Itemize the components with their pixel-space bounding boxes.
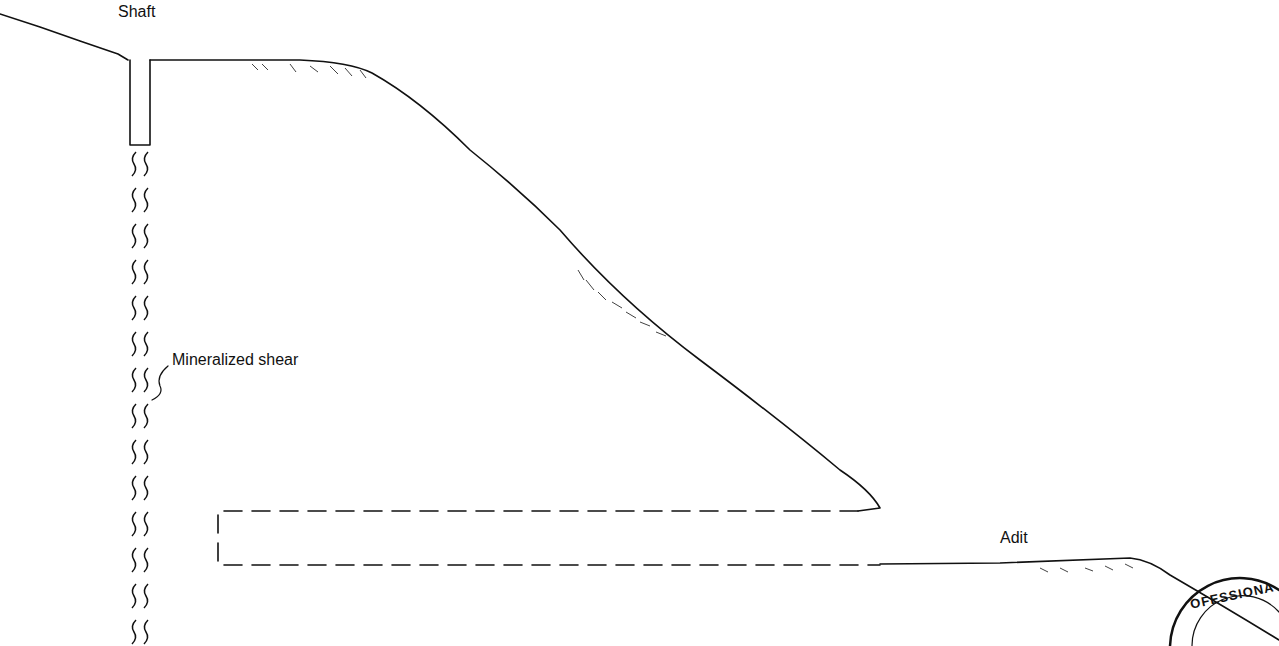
shear-stroke	[132, 512, 136, 536]
shear-stroke	[132, 188, 136, 212]
shear-stroke	[132, 404, 136, 428]
shear-label: Mineralized shear	[172, 352, 298, 368]
shear-stroke	[144, 584, 148, 608]
shear-stroke	[144, 296, 148, 320]
shear-stroke	[144, 440, 148, 464]
shear-stroke	[144, 476, 148, 500]
shear-stroke	[132, 152, 136, 176]
shear-stroke	[132, 548, 136, 572]
hatch-tick	[586, 280, 594, 290]
seal-text: OFESSIONA	[1189, 580, 1275, 611]
hatch-tick	[598, 292, 606, 300]
hatch-tick	[290, 64, 296, 72]
hatch-tick	[252, 64, 258, 70]
seal-outline	[1170, 578, 1279, 646]
hatch-tick	[612, 302, 622, 308]
shear-stroke	[144, 404, 148, 428]
adit	[218, 511, 880, 565]
mineralized-shear	[132, 152, 148, 644]
shear-stroke	[132, 368, 136, 392]
hatch-tick	[1105, 566, 1113, 570]
hatch-tick	[656, 332, 666, 336]
shaft	[130, 60, 150, 145]
shear-stroke	[132, 584, 136, 608]
shear-stroke	[144, 224, 148, 248]
hatch-tick	[1125, 564, 1133, 568]
adit-label: Adit	[1000, 530, 1028, 546]
shear-stroke	[144, 260, 148, 284]
shear-stroke	[144, 332, 148, 356]
shear-stroke	[144, 368, 148, 392]
shear-stroke	[132, 476, 136, 500]
hatch-tick	[578, 270, 584, 280]
hill-slope	[150, 60, 880, 511]
shear-stroke	[144, 620, 148, 644]
shear-stroke	[132, 260, 136, 284]
leader-line	[152, 366, 168, 400]
hatch-tick	[310, 66, 318, 72]
hatch-tick	[1085, 568, 1093, 571]
hatch-tick	[640, 322, 650, 326]
shear-stroke	[132, 296, 136, 320]
shaft-label: Shaft	[118, 4, 155, 20]
hatch-tick	[1060, 568, 1068, 572]
shear-stroke	[144, 152, 148, 176]
hatch-tick	[1040, 568, 1048, 572]
valley-ground	[880, 558, 1279, 640]
shear-stroke	[132, 224, 136, 248]
shear-stroke	[144, 548, 148, 572]
hatch-tick	[360, 70, 366, 78]
hatch-tick	[626, 312, 636, 318]
shear-stroke	[132, 440, 136, 464]
ground-surface	[0, 14, 128, 60]
hatch-tick	[345, 68, 352, 76]
hatch-tick	[262, 64, 268, 70]
shear-stroke	[132, 332, 136, 356]
hatch-tick	[330, 66, 338, 74]
shear-stroke	[144, 512, 148, 536]
shear-stroke	[132, 620, 136, 644]
shear-stroke	[144, 188, 148, 212]
surface-hatching	[252, 64, 1133, 572]
